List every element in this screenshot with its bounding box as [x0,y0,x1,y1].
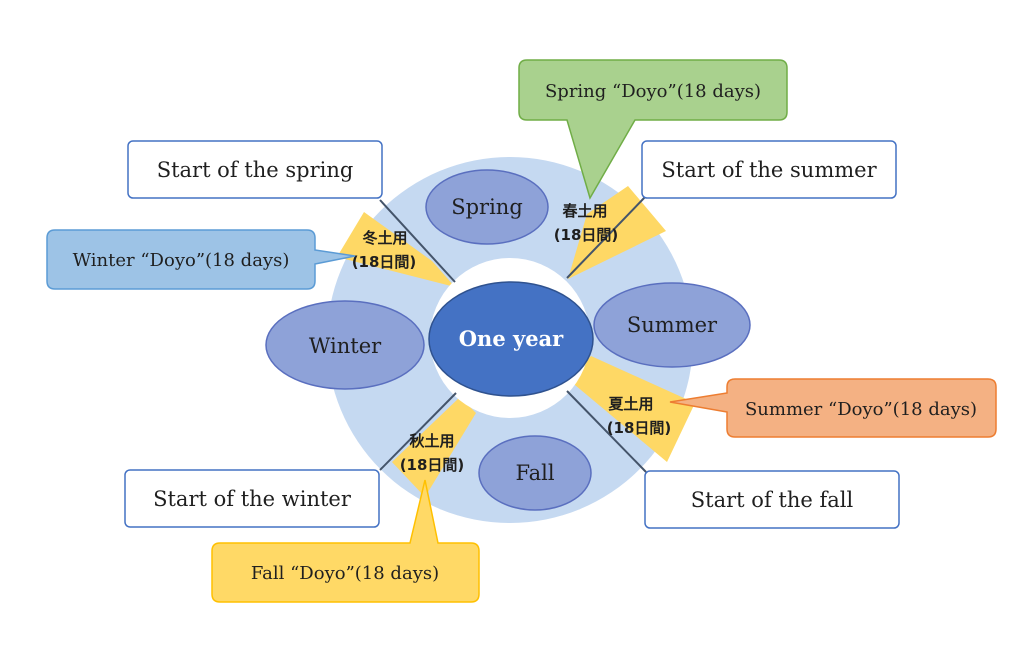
fall-label: Fall [515,461,554,485]
summer-label: Summer [627,313,718,337]
doyo-sector-winter [337,212,455,287]
winter-label: Winter [309,334,382,358]
summer-callout [669,378,997,438]
winter-callout-text: Winter “Doyo”(18 days) [73,250,290,271]
winter-callout [46,229,356,290]
spring-callout [518,59,788,200]
spring-label: Spring [451,195,523,219]
start-winter-box [124,469,380,528]
start-summer-box [641,140,897,199]
doyo-spring-line2: (18日間) [554,226,619,244]
start-fall-label: Start of the fall [691,488,854,512]
doyo-summer-line1: 夏土用 [607,395,653,413]
doyo-summer-line2: (18日間) [607,419,672,437]
spring-start-line [379,199,456,283]
start-spring-box [127,140,383,199]
summer-start-line [566,195,647,279]
doyo-winter-line1: 冬土用 [362,229,407,247]
summer-ellipse [593,282,751,368]
start-summer-label: Start of the summer [661,158,877,182]
doyo-sector-summer [569,356,695,462]
fall-callout [211,479,480,603]
center-ellipse [428,281,594,397]
summer-callout-text: Summer “Doyo”(18 days) [745,399,977,420]
doyo-sector-spring [568,186,666,279]
doyo-spring-line1: 春土用 [562,202,607,220]
winter-start-line [379,392,457,471]
fall-callout-text: Fall “Doyo”(18 days) [251,563,439,584]
fall-start-line [566,390,647,473]
winter-ellipse [265,300,425,390]
center-label: One year [459,326,564,351]
start-winter-label: Start of the winter [153,487,352,511]
spring-callout-text: Spring “Doyo”(18 days) [545,81,761,102]
doyo-fall-line2: (18日間) [400,456,465,474]
doyo-sector-fall [392,397,476,497]
doyo-fall-line1: 秋土用 [409,432,454,450]
start-spring-label: Start of the spring [157,158,354,182]
start-fall-box [644,470,900,529]
fall-ellipse [478,435,592,511]
doyo-winter-line2: (18日間) [352,253,417,271]
spring-ellipse [425,169,549,245]
